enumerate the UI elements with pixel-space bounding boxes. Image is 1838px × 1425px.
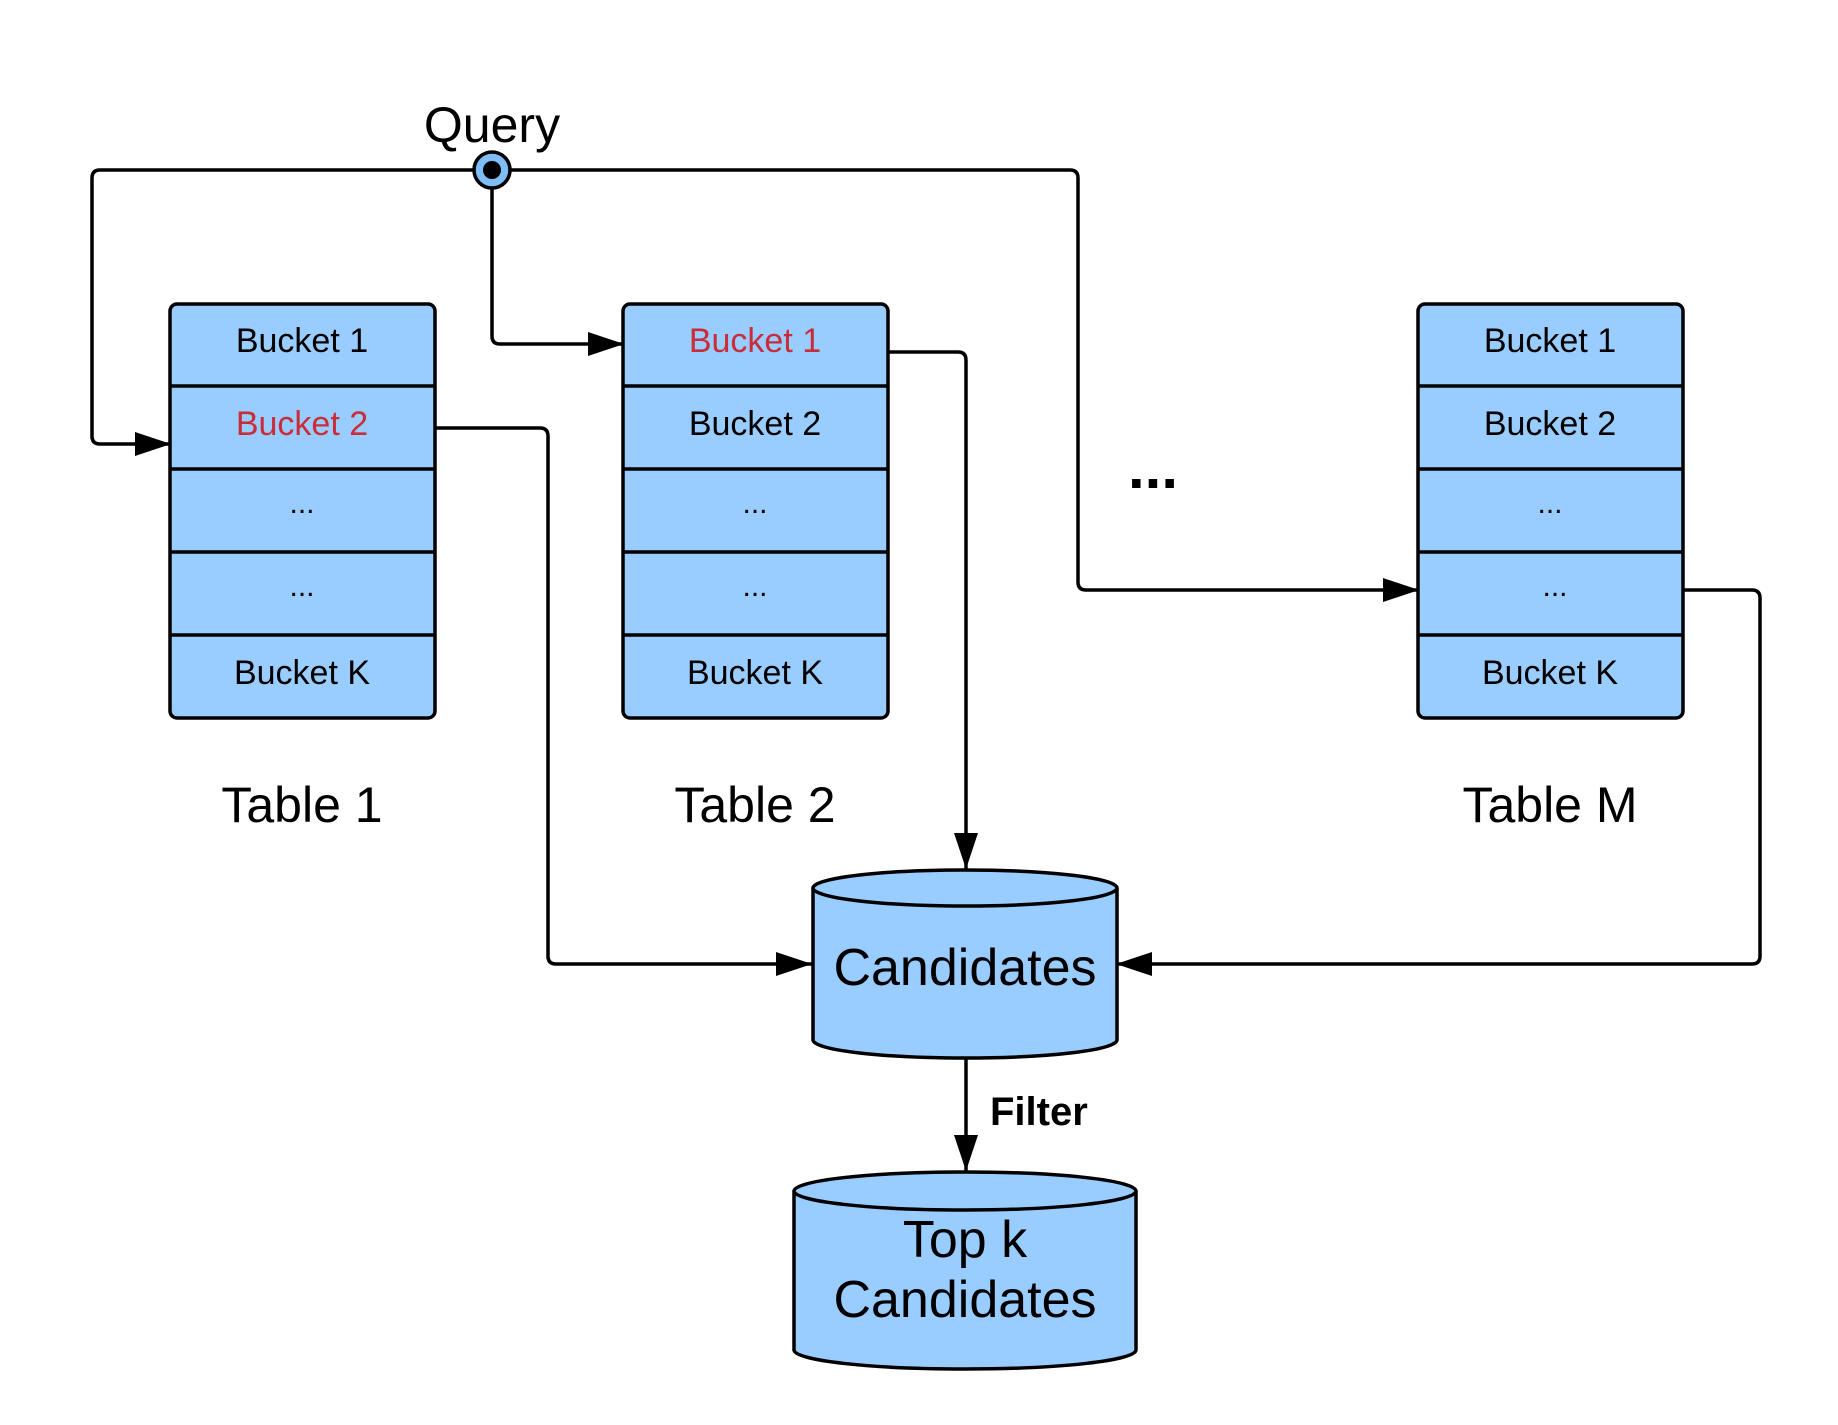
filter-label: Filter <box>990 1090 1088 1134</box>
table-m-bucket-2[interactable]: Bucket 2 <box>1484 405 1616 443</box>
candidates-label: Candidates <box>833 939 1096 997</box>
table1-to-candidates-arrow <box>435 426 813 976</box>
table-m: Bucket 1 Bucket 2 ... ... Bucket K Table… <box>1416 302 1685 833</box>
table2-to-candidates-arrow <box>888 350 978 870</box>
table-2-title: Table 2 <box>674 777 835 833</box>
query-node[interactable]: Query <box>424 97 560 190</box>
table-1-bucket-ellipsis: ... <box>289 570 314 603</box>
top-k-label-line2: Candidates <box>833 1271 1096 1329</box>
table-1-bucket-1[interactable]: Bucket 1 <box>236 322 368 360</box>
table-2-bucket-k[interactable]: Bucket K <box>687 654 823 692</box>
table-2-bucket-2[interactable]: Bucket 2 <box>689 405 821 443</box>
tables-ellipsis: ... <box>1128 434 1178 501</box>
table-2-bucket-ellipsis: ... <box>742 570 767 603</box>
query-label: Query <box>424 97 560 153</box>
table-m-title: Table M <box>1462 777 1637 833</box>
table-1-title: Table 1 <box>221 777 382 833</box>
table-1-bucket-k[interactable]: Bucket K <box>234 654 370 692</box>
table-1-bucket-2[interactable]: Bucket 2 <box>236 405 368 443</box>
table-m-bucket-k[interactable]: Bucket K <box>1482 654 1618 692</box>
query-to-tableM-bucket4-arrow <box>506 168 1420 602</box>
table-m-bucket-ellipsis: ... <box>1537 487 1562 520</box>
table-2: Bucket 1 Bucket 2 ... ... Bucket K Table… <box>621 302 890 833</box>
candidates-cylinder-body <box>811 888 1119 1060</box>
query-dot-inner <box>483 161 501 179</box>
query-to-table1-bucket2-arrow <box>90 168 478 456</box>
top-k-cylinder-body <box>792 1191 1138 1371</box>
table-2-bucket-1[interactable]: Bucket 1 <box>689 322 821 360</box>
candidates-store[interactable]: Candidates <box>811 868 1119 1060</box>
tableM-to-candidates-arrow <box>1115 588 1762 976</box>
table-2-bucket-ellipsis: ... <box>742 487 767 520</box>
table-1: Bucket 1 Bucket 2 ... ... Bucket K Table… <box>168 302 437 833</box>
top-k-label-line1: Top k <box>903 1211 1028 1269</box>
table-m-frame <box>1416 302 1685 720</box>
query-to-table2-bucket1-arrow <box>490 184 625 356</box>
table-m-bucket-ellipsis: ... <box>1542 570 1567 603</box>
table-2-frame <box>621 302 890 720</box>
candidates-cylinder-top <box>811 868 1119 908</box>
connectors <box>90 168 1762 1172</box>
table-1-bucket-ellipsis: ... <box>289 487 314 520</box>
table-m-bucket-1[interactable]: Bucket 1 <box>1484 322 1616 360</box>
table-1-frame <box>168 302 437 720</box>
top-k-cylinder-top <box>792 1170 1138 1212</box>
top-k-store[interactable]: Top k Candidates <box>792 1170 1138 1371</box>
